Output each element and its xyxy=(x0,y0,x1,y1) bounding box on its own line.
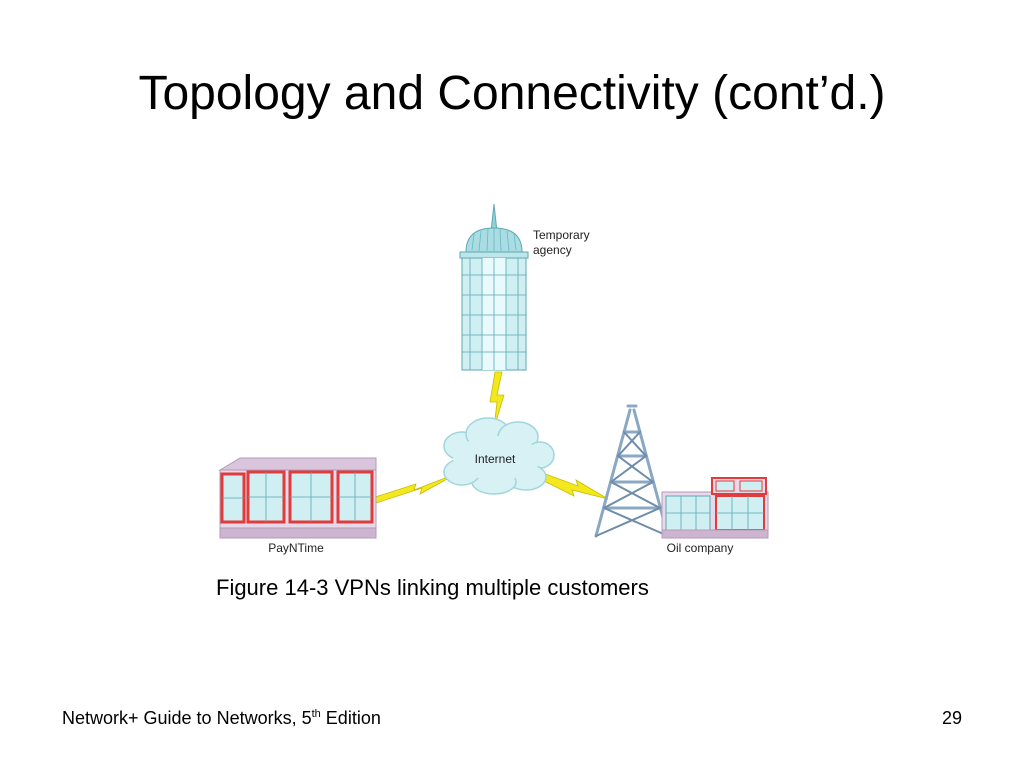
footer-text: Network+ Guide to Networks, 5 xyxy=(62,708,312,728)
vpn-link-payntime xyxy=(371,472,459,504)
temporary-agency-label-line2: agency xyxy=(533,243,572,257)
footer-book-title: Network+ Guide to Networks, 5th Edition xyxy=(62,706,381,730)
oil-company-label: Oil company xyxy=(667,541,734,555)
payntime-building-icon xyxy=(218,457,377,539)
footer-superscript: th xyxy=(311,708,321,720)
internet-cloud-icon xyxy=(443,417,555,495)
payntime-label: PayNTime xyxy=(268,541,324,555)
slide-title: Topology and Connectivity (cont’d.) xyxy=(138,67,886,120)
oil-company-building-icon xyxy=(661,477,769,539)
vpn-link-oil-company xyxy=(537,471,609,500)
footer-text-after: Edition xyxy=(320,708,381,728)
vpn-link-temporary-agency xyxy=(489,371,505,429)
temporary-agency-building-icon xyxy=(459,203,529,371)
page-number: 29 xyxy=(941,708,962,728)
internet-label: Internet xyxy=(475,452,516,466)
oil-derrick-icon xyxy=(594,404,670,538)
temporary-agency-label-line1: Temporary xyxy=(533,228,590,242)
figure-caption: Figure 14-3 VPNs linking multiple custom… xyxy=(216,575,649,600)
